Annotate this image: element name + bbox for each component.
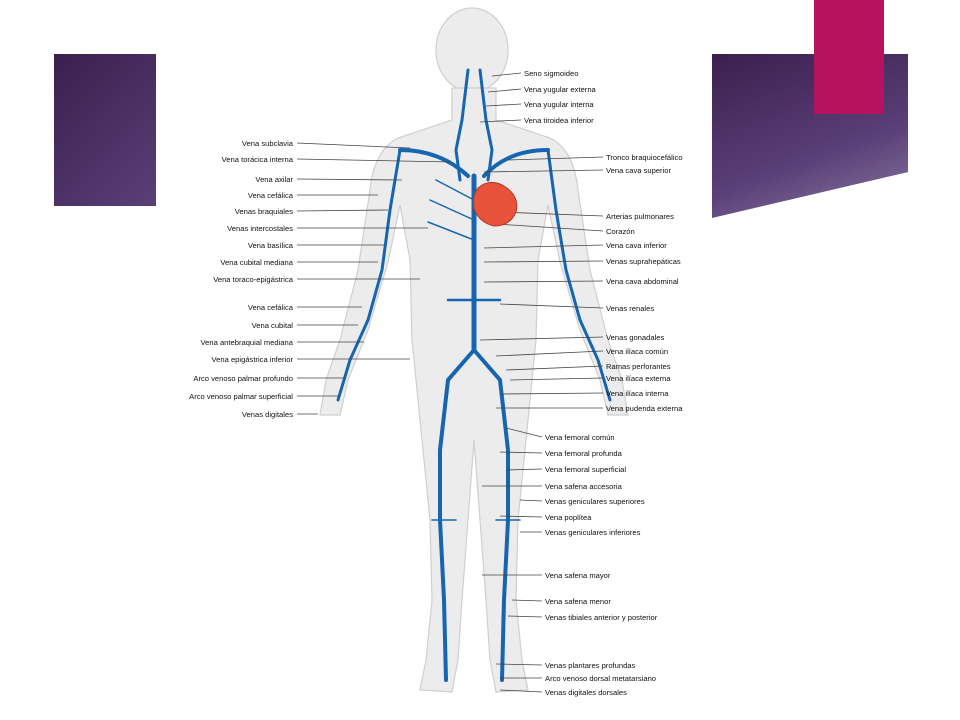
- left-label-3: Vena axilar: [255, 174, 293, 184]
- vein-13: [427, 221, 475, 241]
- leader-right-upper-9: [483, 244, 604, 249]
- leader-left-2: [296, 158, 453, 163]
- leader-right-lower-3: [505, 468, 543, 471]
- decorative-pink-tab: [814, 0, 884, 114]
- leader-right-upper-16: [509, 377, 604, 381]
- body-silhouette: [319, 7, 629, 693]
- right-lower-label-9: Vena safena menor: [545, 596, 611, 606]
- leader-right-upper-8: [495, 223, 604, 232]
- right-lower-label-10: Venas tibiales anterior y posterior: [545, 612, 658, 622]
- vein-6: [438, 348, 476, 682]
- right-upper-label-2: Vena yugular externa: [524, 84, 596, 94]
- leader-right-upper-14: [495, 350, 604, 357]
- right-upper-label-14: Vena ilíaca común: [606, 346, 669, 356]
- left-label-5: Venas braquiales: [234, 206, 293, 216]
- leader-right-upper-11: [483, 280, 604, 283]
- vein-2: [478, 68, 494, 182]
- leader-right-upper-7: [499, 211, 604, 217]
- leader-right-lower-11: [495, 663, 543, 666]
- left-label-11: Vena cubital: [251, 320, 293, 330]
- leader-right-lower-5: [519, 499, 543, 502]
- leader-right-lower-2: [499, 451, 543, 454]
- right-lower-label-12: Arco venoso dorsal metatarsiano: [545, 673, 657, 683]
- vein-3: [398, 148, 470, 178]
- left-label-9: Vena toraco-epigástrica: [213, 274, 293, 284]
- right-lower-label-2: Vena femoral profunda: [545, 448, 622, 458]
- left-label-1: Vena subclavia: [241, 138, 293, 148]
- right-lower-label-13: Venas digitales dorsales: [545, 687, 627, 697]
- left-label-10: Vena cefálica: [247, 302, 293, 312]
- leader-right-upper-17: [499, 392, 604, 395]
- right-upper-label-10: Venas suprahepáticas: [606, 256, 681, 266]
- left-label-6: Venas intercostales: [227, 223, 293, 233]
- leader-right-upper-1: [491, 72, 522, 77]
- vein-1: [454, 68, 470, 182]
- leader-right-upper-13: [479, 336, 604, 341]
- leader-right-upper-4: [479, 119, 522, 123]
- leader-right-upper-12: [499, 303, 604, 309]
- decorative-band-left: [54, 54, 156, 206]
- right-upper-label-12: Venas renales: [606, 303, 655, 313]
- right-upper-label-4: Vena tiroidea inferior: [524, 115, 594, 125]
- right-lower-label-8: Vena safena mayor: [545, 570, 611, 580]
- left-label-8: Vena cubital mediana: [220, 257, 293, 267]
- left-label-7: Vena basílica: [247, 240, 293, 250]
- leader-right-lower-13: [499, 689, 543, 693]
- vein-4: [482, 148, 550, 178]
- leader-right-upper-3: [485, 103, 522, 107]
- right-upper-label-5: Tronco braquiocefálico: [606, 152, 683, 162]
- right-lower-label-11: Venas plantares profundas: [545, 660, 636, 670]
- right-upper-label-13: Venas gonadales: [606, 332, 665, 342]
- leader-right-upper-10: [483, 260, 604, 263]
- leader-right-upper-6: [483, 169, 604, 173]
- left-label-12: Vena antebraquial mediana: [200, 337, 293, 347]
- left-label-4: Vena cefálica: [247, 190, 293, 200]
- leader-right-lower-6: [499, 515, 543, 518]
- left-label-15: Arco venoso palmar superficial: [189, 391, 293, 401]
- right-upper-label-9: Vena cava inferior: [606, 240, 667, 250]
- leader-right-lower-9: [511, 599, 543, 602]
- right-lower-label-7: Venas geniculares inferiores: [545, 527, 641, 537]
- right-upper-label-8: Corazón: [606, 226, 635, 236]
- vein-12: [429, 199, 475, 221]
- leader-left-1: [296, 142, 411, 149]
- right-lower-label-5: Venas geniculares superiores: [545, 496, 645, 506]
- leader-right-lower-1: [505, 427, 543, 438]
- right-upper-label-7: Arterias pulmonares: [606, 211, 674, 221]
- leader-left-3: [296, 178, 403, 181]
- vein-9: [546, 148, 612, 402]
- vein-11: [435, 179, 475, 201]
- left-label-16: Venas digitales: [241, 409, 293, 419]
- right-upper-label-6: Vena cava superior: [606, 165, 672, 175]
- right-upper-label-18: Vena pudenda externa: [606, 403, 683, 413]
- right-lower-label-6: Vena poplítea: [545, 512, 592, 522]
- leader-right-upper-2: [487, 88, 522, 93]
- right-lower-label-3: Vena femoral superficial: [545, 464, 627, 474]
- vein-8: [336, 148, 402, 402]
- right-lower-label-1: Vena femoral común: [545, 432, 615, 442]
- leader-right-upper-5: [507, 156, 604, 161]
- left-label-14: Arco venoso palmar profundo: [193, 373, 293, 383]
- right-upper-label-16: Vena ilíaca externa: [606, 373, 671, 383]
- vein-7: [472, 348, 510, 682]
- right-upper-label-3: Vena yugular interna: [524, 99, 594, 109]
- right-upper-label-1: Seno sigmoideo: [524, 68, 579, 78]
- right-upper-label-15: Ramas perforantes: [606, 361, 671, 371]
- right-upper-label-17: Vena ilíaca interna: [606, 388, 669, 398]
- left-label-13: Vena epigástrica inferior: [211, 354, 293, 364]
- leader-right-upper-15: [505, 365, 604, 371]
- left-label-2: Vena torácica interna: [221, 154, 293, 164]
- right-upper-label-11: Vena cava abdominal: [606, 276, 679, 286]
- right-lower-label-4: Vena safena accesoria: [545, 481, 622, 491]
- leader-left-5: [296, 209, 389, 212]
- heart: [473, 182, 518, 227]
- label-leader-lines: [296, 72, 604, 693]
- leader-right-lower-10: [507, 615, 543, 618]
